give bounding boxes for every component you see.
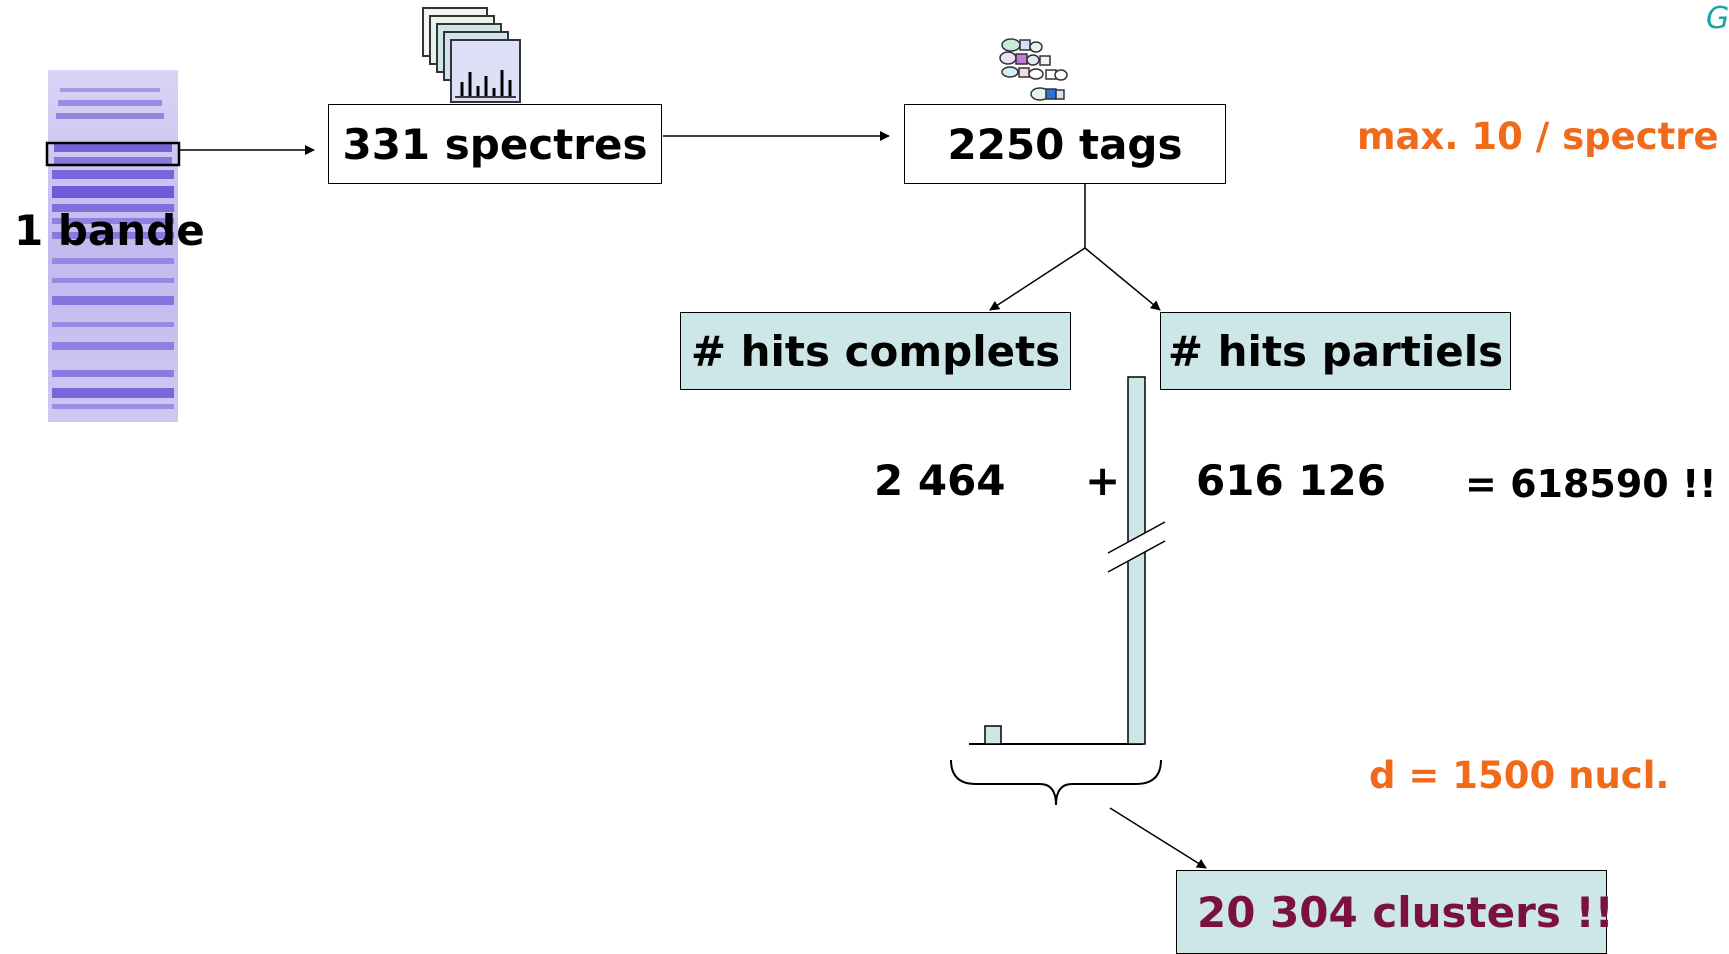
hits-complete-label: # hits complets [690,326,1061,376]
arrow-to-clusters [1109,807,1207,869]
bar-complete-hits [984,725,1002,745]
hits-partial-label: # hits partiels [1167,326,1504,376]
hits-bar-chart [969,376,1166,745]
corner-mark: G [1706,1,1729,36]
tags-branch-connector [989,184,1161,311]
tags-cluster-icon [999,38,1068,101]
hits-partial-box: # hits partiels [1160,312,1511,390]
spectra-stack-icon [422,7,521,103]
plus-sign: + [1085,456,1121,505]
tags-count-box: 2250 tags [904,104,1226,184]
tags-count-label: 2250 tags [947,119,1183,169]
axis-break-gap [1108,522,1165,572]
spectra-count-box: 331 spectres [328,104,662,184]
hits-complete-box: # hits complets [680,312,1071,390]
axis-break-mark [1107,540,1166,573]
gel-lane-image [48,70,178,422]
selected-band-frame [45,141,181,167]
max-per-spectrum-note: max. 10 / spectre [1357,115,1719,158]
complete-hits-count: 2 464 [874,456,1006,505]
total-hits: = 618590 !! [1465,462,1717,506]
partial-hits-count: 616 126 [1196,456,1386,505]
axis-break-mark [1107,521,1166,554]
gel-band-label: 1 bande [14,206,205,255]
spectra-count-label: 331 spectres [342,119,648,169]
clusters-label: 20 304 clusters !! [1197,887,1614,937]
curly-brace [950,759,1162,806]
clusters-box: 20 304 clusters !! [1176,870,1614,954]
distance-note: d = 1500 nucl. [1369,754,1670,797]
